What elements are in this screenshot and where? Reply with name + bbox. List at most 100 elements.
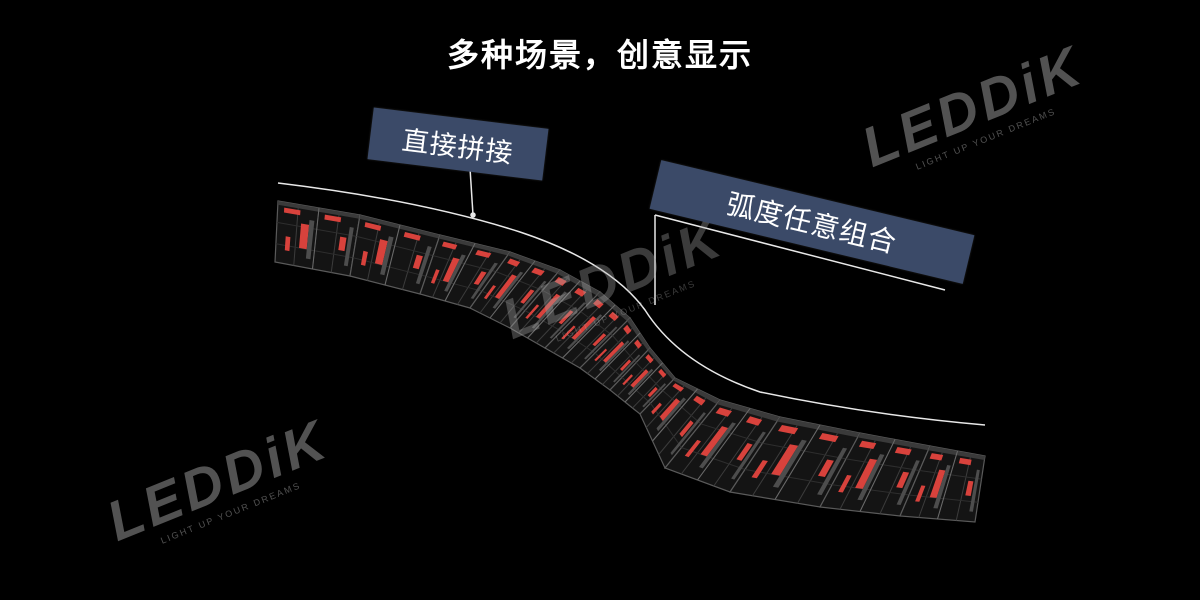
- cabinet-red-module: [525, 304, 540, 319]
- cabinet-handle: [492, 271, 524, 309]
- page-title: 多种场景，创意显示: [446, 36, 753, 74]
- cabinet-handle: [772, 439, 807, 488]
- cabinet-divider: [312, 207, 320, 270]
- cabinet-frame-line: [879, 446, 912, 514]
- cabinet-divider: [594, 332, 641, 380]
- cabinet-handle: [567, 314, 603, 350]
- cabinet-red-module: [441, 241, 458, 250]
- cabinet-handle: [343, 227, 354, 267]
- cabinet-red-module: [403, 232, 421, 241]
- cabinet-frame-line: [499, 268, 546, 324]
- cabinet-red-module: [554, 277, 567, 286]
- annotation-lines: [277, 167, 986, 426]
- cabinet-handle: [969, 469, 980, 512]
- cabinet-handle: [933, 465, 951, 509]
- cabinet-red-module: [858, 440, 877, 449]
- direct-leader-dot: [470, 212, 476, 218]
- cabinet-divider: [489, 260, 536, 319]
- cabinet-red-module: [965, 480, 974, 496]
- cabinet-red-module: [594, 348, 608, 362]
- direct-leader-line: [469, 167, 474, 216]
- cabinet-frame-line: [553, 301, 605, 354]
- cabinet-red-module: [520, 289, 535, 304]
- cabinet-red-module: [561, 325, 576, 340]
- cabinet-divider: [697, 408, 751, 481]
- cabinet-red-module: [715, 407, 732, 417]
- arc-bracket-horizontal: [654, 214, 946, 291]
- cabinet-red-module: [645, 354, 654, 364]
- cabinet-red-module: [751, 460, 768, 479]
- cabinet-red-module: [623, 324, 632, 335]
- cabinet-red-module: [894, 447, 912, 456]
- cabinet-frame-line: [479, 259, 521, 314]
- cabinet-frame-line: [367, 223, 380, 281]
- cabinet-red-module: [622, 374, 633, 386]
- cabinet-red-module: [630, 369, 649, 388]
- cabinet-red-module: [684, 439, 701, 458]
- cabinet-frame-line: [535, 289, 588, 344]
- cabinet-handle: [731, 431, 766, 480]
- cabinet-red-module: [818, 459, 834, 477]
- cabinet-red-module: [364, 222, 382, 231]
- cabinet-frame-line: [330, 215, 340, 273]
- cabinet-red-module: [473, 271, 487, 285]
- led-cabinet-strip: [274, 200, 986, 523]
- cabinet-handle: [380, 236, 394, 276]
- cabinet-red-module: [284, 236, 291, 252]
- cabinet-handle: [531, 291, 567, 329]
- cabinet-red-module: [338, 236, 347, 252]
- cabinet-red-module: [593, 299, 604, 309]
- cabinet-red-module: [700, 426, 729, 457]
- cabinet-handle: [513, 280, 547, 319]
- cabinet-red-module: [896, 471, 910, 489]
- cabinet-frame-line: [713, 416, 763, 487]
- curve-guide-line: [277, 182, 986, 426]
- cabinet-frame-line: [839, 440, 876, 510]
- cabinet-frame-line: [402, 233, 420, 290]
- cabinet-red-module: [659, 398, 681, 421]
- cabinet-divider: [859, 439, 896, 512]
- cabinet-red-module: [374, 239, 388, 266]
- cabinet-red-module: [531, 267, 545, 276]
- cabinet-red-module: [672, 383, 684, 392]
- cabinet-red-module: [571, 316, 597, 340]
- cabinet-red-module: [603, 341, 625, 363]
- cabinet-handle: [817, 447, 848, 496]
- cabinet-red-module: [651, 402, 662, 415]
- cabinet-divider: [444, 243, 476, 302]
- cabinet-top-rim: [672, 378, 720, 405]
- cabinet-frame-line: [752, 425, 798, 497]
- cabinet-red-module: [442, 257, 460, 283]
- cabinet-divider: [937, 450, 958, 520]
- cabinet-handle: [896, 460, 920, 505]
- cabinet-red-module: [592, 333, 607, 347]
- cabinet-red-module: [608, 311, 619, 321]
- cabinet-red-module: [284, 207, 301, 216]
- cabinet-red-module: [855, 458, 878, 489]
- cabinet-handle: [444, 254, 466, 292]
- cabinet-red-module: [574, 287, 587, 297]
- cabinet-handle: [305, 220, 315, 260]
- cabinet-red-module: [818, 433, 839, 443]
- cabinet-red-module: [507, 258, 521, 267]
- cabinet-red-module: [494, 274, 517, 299]
- cabinet-red-module: [745, 416, 763, 426]
- cabinet-handle: [656, 397, 686, 432]
- cabinet-red-module: [558, 310, 574, 325]
- cabinet-handle: [613, 354, 641, 383]
- cabinet-frame-line: [432, 242, 457, 298]
- cabinet-red-module: [679, 420, 694, 438]
- cabinet-red-module: [430, 269, 440, 284]
- cabinet-frame-line: [658, 397, 707, 455]
- cabinet-handle: [415, 246, 432, 285]
- cabinet-handle: [642, 383, 666, 408]
- cabinet-handle: [549, 302, 586, 339]
- cabinet-red-module: [736, 443, 753, 461]
- cabinet-handle: [670, 412, 706, 456]
- cabinet-red-module: [647, 386, 658, 398]
- cabinet-red-module: [412, 254, 423, 270]
- cabinet-red-module: [536, 293, 561, 319]
- cabinet-frame-line: [632, 372, 667, 409]
